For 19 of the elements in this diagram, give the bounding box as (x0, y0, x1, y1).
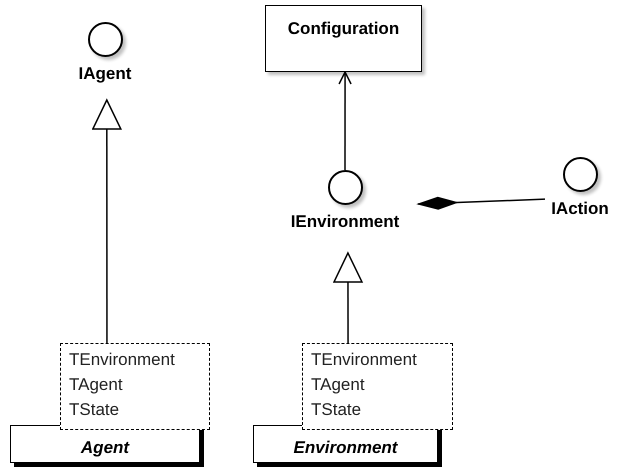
class-name: Agent (80, 436, 130, 458)
type-parameter: TAgent (311, 374, 365, 396)
interface-name: IAgent (78, 63, 132, 84)
class-name: Environment (294, 436, 398, 458)
type-parameter: TEnvironment (311, 349, 417, 371)
arrow (333, 252, 363, 343)
type-parameter: TEnvironment (69, 349, 175, 371)
class-box (265, 5, 422, 72)
arrow (92, 99, 122, 343)
type-parameter: TState (311, 399, 362, 421)
type-parameter: TAgent (69, 374, 123, 396)
composition-connector (418, 196, 546, 210)
template-parameters-box (302, 343, 453, 430)
arrow (338, 71, 352, 170)
type-parameter: TState (69, 399, 120, 421)
class-name: Configuration (288, 18, 400, 40)
interface-name: IEnvironment (290, 211, 400, 232)
template-parameters-box (60, 343, 210, 430)
interface-name: IAction (551, 198, 609, 220)
